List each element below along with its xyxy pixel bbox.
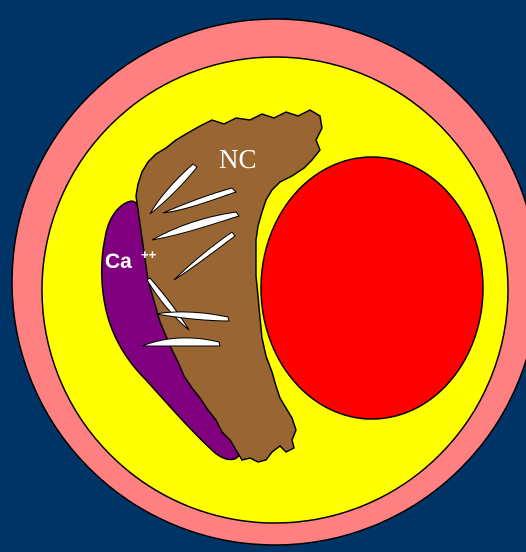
vessel-lumen bbox=[261, 157, 483, 419]
necrotic-core-label: NC bbox=[219, 144, 257, 174]
calcium-superscript-label: ++ bbox=[141, 247, 157, 262]
calcium-label: Ca bbox=[105, 250, 132, 273]
